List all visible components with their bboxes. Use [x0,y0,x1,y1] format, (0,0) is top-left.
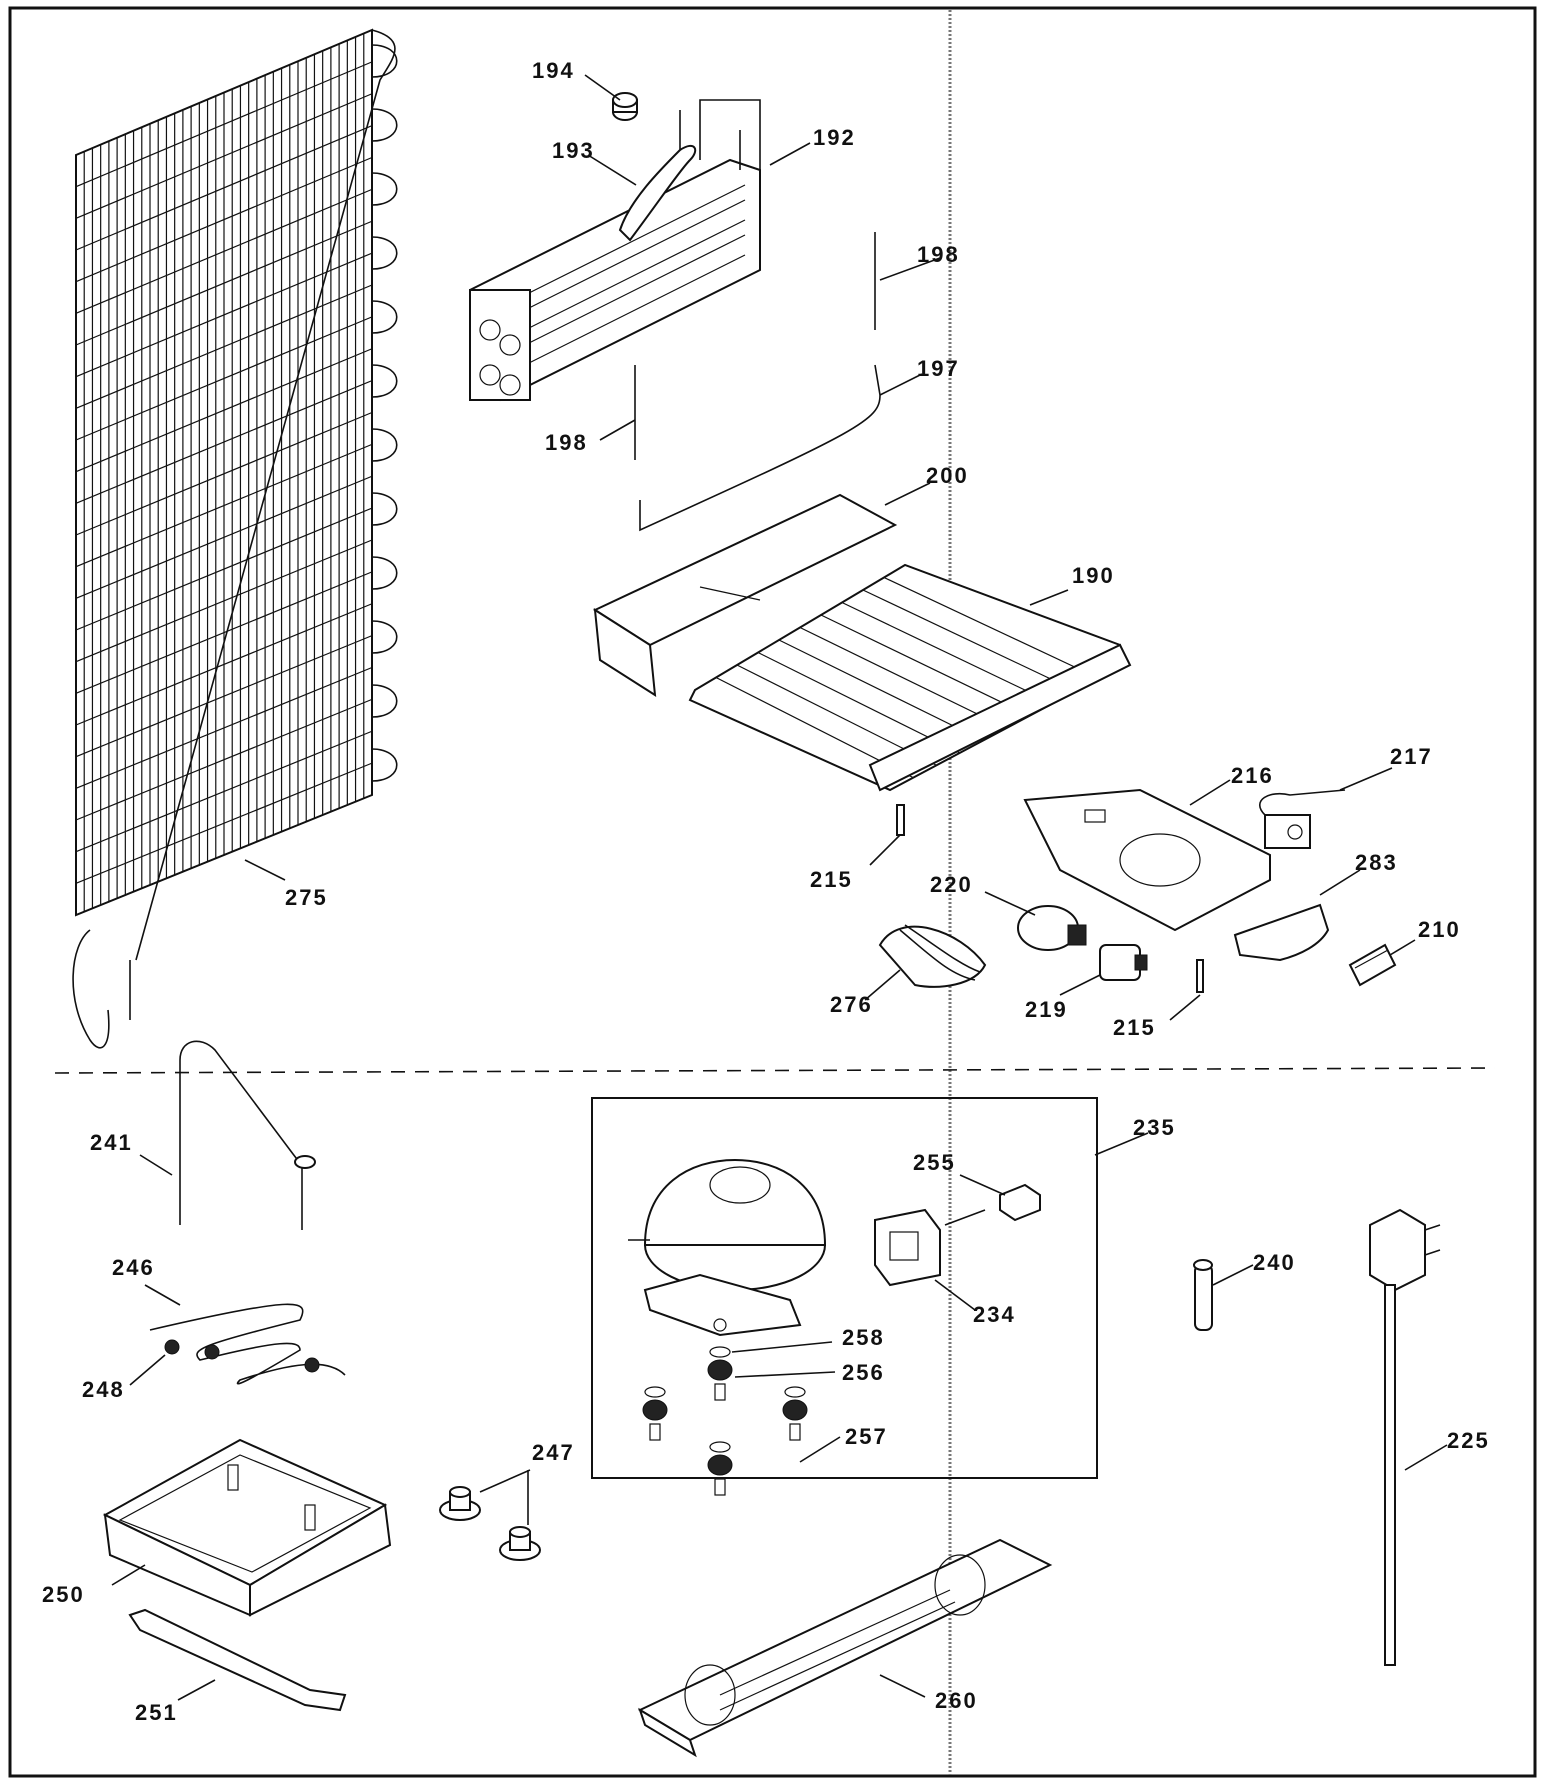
label-215-upper: 215 [810,867,853,892]
drain-pan-part [102,1438,392,1617]
heater-clip-parts [164,1339,320,1373]
compressor-kit-frame [591,1097,1098,1479]
accumulator-part [618,144,697,242]
evaporator-part [469,99,761,402]
label-210: 210 [1418,917,1461,942]
label-216: 216 [1231,763,1274,788]
clip-part [612,92,638,121]
label-283: 283 [1355,850,1398,875]
label-235: 235 [1133,1115,1176,1140]
label-246: 246 [112,1255,155,1280]
label-255: 255 [913,1150,956,1175]
thermostat-part [1259,789,1346,849]
label-257: 257 [845,1424,888,1449]
label-250: 250 [42,1582,85,1607]
label-220: 220 [930,872,973,897]
label-234: 234 [973,1302,1016,1327]
screw-part-lower [1196,959,1204,993]
part-labels: 194 193 192 198 197 198 200 190 217 216 … [42,58,1490,1725]
wire-harness-part [878,924,987,988]
section-divider [54,1067,1496,1074]
label-192: 192 [813,125,856,150]
compressor-part [628,1158,827,1337]
lamp-socket-part [1099,944,1148,981]
screw-part-upper [896,804,905,836]
power-cord-part [1369,1208,1441,1666]
label-190: 190 [1072,563,1115,588]
label-200: 200 [926,463,969,488]
drain-tube-part [639,364,881,532]
label-260: 260 [935,1688,978,1713]
label-197: 197 [917,356,960,381]
light-bulb-part [1017,905,1087,951]
label-219: 219 [1025,997,1068,1022]
label-225: 225 [1447,1428,1490,1453]
relay-part [874,1208,986,1287]
machine-base-part [637,1538,1053,1758]
label-258: 258 [842,1325,885,1350]
label-198-lower: 198 [545,430,588,455]
label-241: 241 [90,1130,133,1155]
plug-part [1348,943,1397,987]
drip-trough-part [592,493,898,697]
drain-heater-part [149,1303,346,1385]
label-217: 217 [1390,744,1433,769]
grommet-parts [439,1486,541,1561]
compressor-mounts [642,1346,808,1496]
label-194: 194 [532,58,575,83]
label-275: 275 [285,885,328,910]
label-247: 247 [532,1440,575,1465]
diagram-frame [8,6,1537,1778]
label-276: 276 [830,992,873,1017]
condenser-part [72,28,398,1049]
label-251: 251 [135,1700,178,1725]
pan-bracket-part [128,1608,347,1712]
suction-tube-part [179,1040,306,1225]
drier-part [1193,1259,1213,1331]
label-215-lower: 215 [1113,1015,1156,1040]
label-198-upper: 198 [917,242,960,267]
overload-part [999,1183,1041,1222]
label-256: 256 [842,1360,885,1385]
leader-lines [111,74,1448,1701]
thermostat-bracket-part [1023,788,1271,932]
evaporator-cover-part [688,563,1132,792]
label-248: 248 [82,1377,125,1402]
label-193: 193 [552,138,595,163]
label-240: 240 [1253,1250,1296,1275]
light-cover-part [1233,903,1330,962]
